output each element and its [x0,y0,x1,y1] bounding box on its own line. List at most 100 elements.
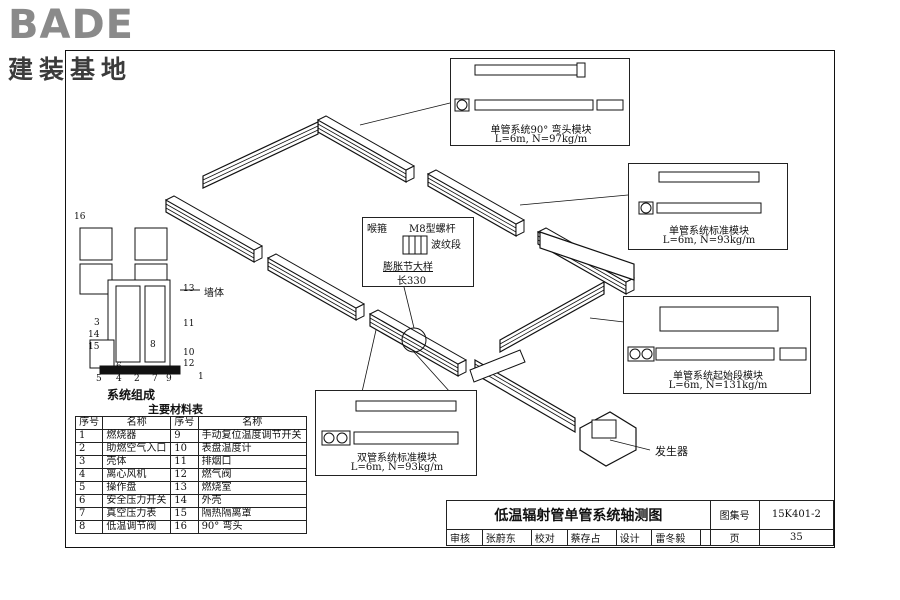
table-cell: 手动复位温度调节开关 [197,429,308,443]
table-cell: 燃烧器 [102,429,172,443]
column-header: 序号 [74,416,104,430]
callout-number: 7 [152,374,158,384]
callout-number: 15 [88,342,100,352]
pipe-segment [369,309,467,377]
page-number: 35 [758,528,835,547]
label-throat: 喉箍 [367,224,387,235]
table-cell: 6 [74,494,104,508]
table-header-row: 序号 名称 序号 名称 [74,416,308,430]
table-cell: 90° 弯头 [197,520,308,534]
table-cell: 安全压力开关 [102,494,172,508]
system-composition-sketch [79,227,200,375]
callout-number: 13 [183,284,195,294]
table-cell: 9 [170,429,199,443]
module-title-start: 单管系统起始段模块 [673,371,763,382]
table-cell: 1 [74,429,104,443]
column-header: 名称 [197,416,308,430]
table-cell: 壳体 [102,455,172,469]
title-block: 低温辐射管单管系统轴测图 图集号 15K401-2 审核 张蔚东 校对 蔡存占 … [446,500,835,547]
pipe-segment [165,195,263,263]
table-cell: 离心风机 [102,468,172,482]
table-cell: 低温调节阀 [102,520,172,534]
table-cell: 15 [170,507,199,521]
pipe-segment-reverse [202,121,319,189]
column-header: 名称 [102,416,172,430]
table-cell: 燃烧室 [197,481,308,495]
callout-number: 14 [88,330,100,340]
table-cell: 14 [170,494,199,508]
table-cell: 8 [74,520,104,534]
callout-number: 2 [134,374,140,384]
callout-number: 16 [74,212,86,222]
check-label: 校对 [530,528,568,547]
label-bellows: 波纹段 [431,240,461,251]
callout-number: 11 [183,319,195,329]
table-cell: 操作盘 [102,481,172,495]
table-cell: 表盘温度计 [197,442,308,456]
reviewer-name: 张蔚东 [481,528,532,547]
brand-subtitle: 建装基地 [8,55,133,84]
module-spec-standard-double: L=6m, N=93kg/m [350,462,444,473]
table-cell: 真空压力表 [102,507,172,521]
expansion-joint-detail: 喉箍 M8型螺杆 波纹段 膨胀节大样 长330 [362,217,474,287]
module-title-standard-single: 单管系统标准模块 [669,226,749,237]
table-cell: 16 [170,520,199,534]
table-cell: 隔热隔离罩 [197,507,308,521]
table-cell: 3 [74,455,104,469]
module-box-elbow: 单管系统90° 弯头模块 L=6m, N=97kg/m [450,58,630,146]
table-cell: 12 [170,468,199,482]
module-title-standard-double: 双管系统标准模块 [357,453,437,464]
module-spec-start: L=6m, N=131kg/m [668,380,768,391]
atlas-number: 15K401-2 [758,500,835,530]
table-cell: 排烟口 [197,455,308,469]
expansion-detail-length: 长330 [397,276,427,287]
column-header: 序号 [170,416,199,430]
design-label: 设计 [615,528,653,547]
pipe-segment-reverse [499,231,635,354]
callout-number: 5 [96,374,102,384]
page-label: 页 [709,528,760,547]
pipe-segment [267,253,365,321]
callout-number: 3 [94,318,100,328]
table-cell: 10 [170,442,199,456]
table-cell: 4 [74,468,104,482]
callout-number: 9 [166,374,172,384]
atlas-label: 图集号 [709,500,760,530]
drawing-frame [65,50,835,548]
module-title-elbow: 单管系统90° 弯头模块 [490,125,592,136]
materials-table-title: 主要材料表 [148,403,203,416]
module-spec-standard-single: L=6m, N=93kg/m [662,235,756,246]
callout-number: 6 [116,362,122,372]
label-bolt: M8型螺杆 [409,224,456,235]
generator-label: 发生器 [655,445,688,458]
module-box-start: 单管系统起始段模块 L=6m, N=131kg/m [623,296,811,394]
table-cell: 13 [170,481,199,495]
system-composition-title: 系统组成 [107,388,156,402]
drawing-title: 低温辐射管单管系统轴测图 [446,500,711,530]
table-cell: 燃气阀 [197,468,308,482]
callout-number: 10 [183,348,195,358]
designer-name: 雷冬毅 [651,528,702,547]
brand-logo: BADE [8,2,134,48]
table-cell: 外壳 [197,494,308,508]
pipe-segment [317,115,415,183]
table-cell: 5 [74,481,104,495]
callout-number: 12 [183,359,195,369]
wall-label: 墙体 [204,288,224,299]
callout-number: 8 [150,340,156,350]
table-cell: 2 [74,442,104,456]
generator-unit [579,411,651,467]
module-spec-elbow: L=6m, N=97kg/m [494,134,588,145]
checker-name: 蔡存占 [566,528,617,547]
review-label: 审核 [446,528,483,547]
